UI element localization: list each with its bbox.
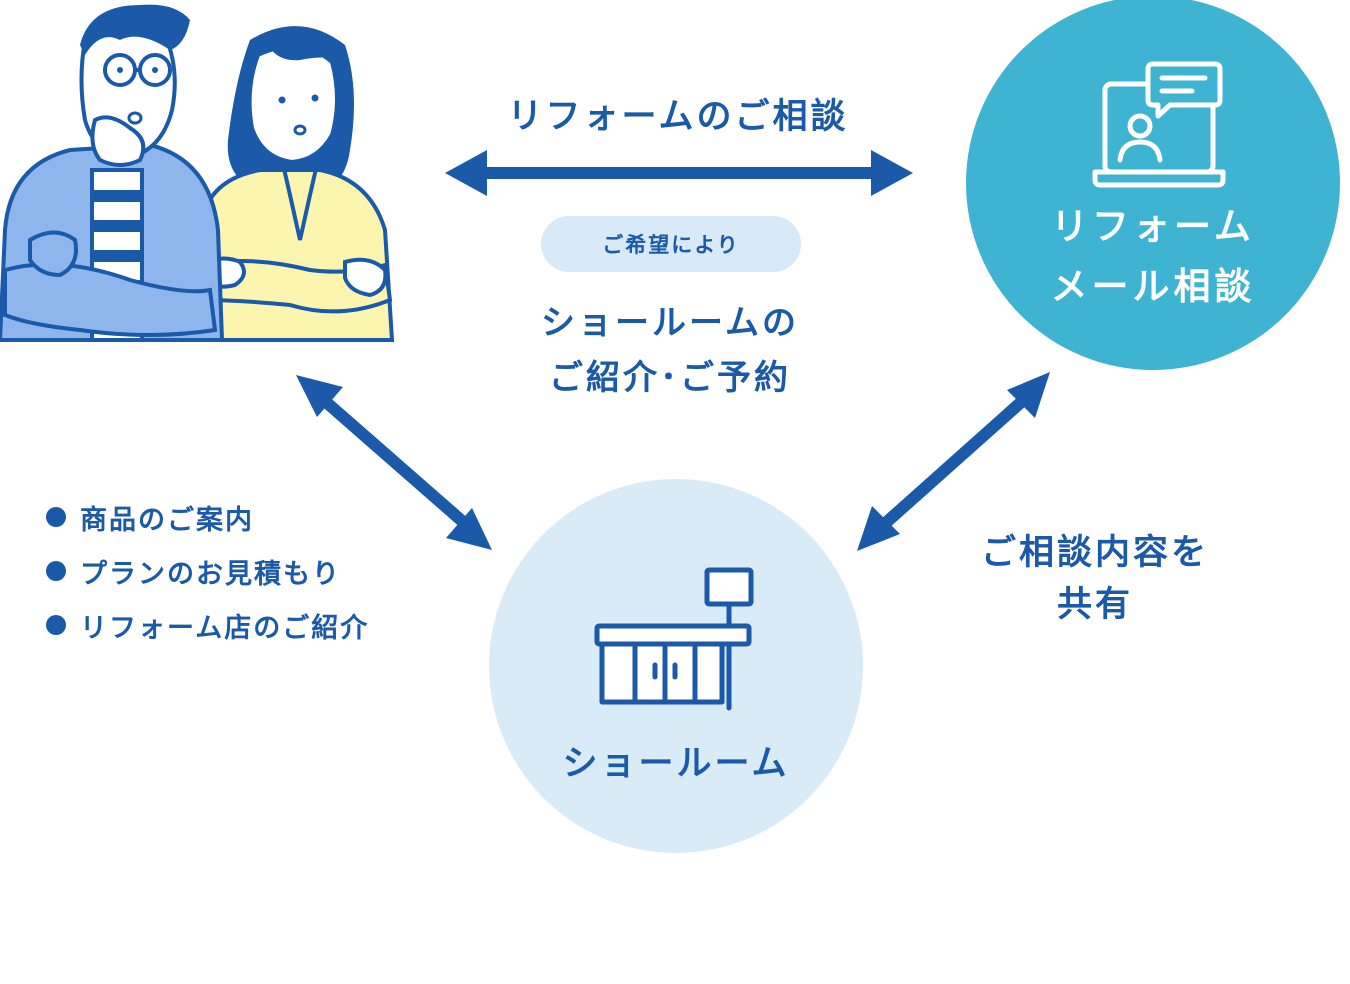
mail-consult-line2: メール相談: [1050, 265, 1256, 308]
mail-showroom-arrow: [857, 372, 1050, 551]
couple-showroom-arrow: [296, 375, 492, 550]
share-line2: 共有: [1056, 585, 1133, 625]
bullet-dot-icon: [46, 507, 66, 527]
consult-label: リフォームのご相談: [507, 97, 849, 137]
service-text: 商品のご案内: [80, 504, 254, 536]
showroom-intro-line2: ご紹介･ご予約: [549, 358, 791, 398]
services-list: 商品のご案内 プランのお見積もり リフォーム店のご紹介: [46, 490, 369, 652]
store-icon: [594, 567, 754, 711]
showroom-intro-line1: ショールームの: [541, 303, 799, 343]
consult-double-arrow: [445, 150, 913, 196]
service-item: リフォーム店のご紹介: [46, 598, 369, 652]
preference-pill: ご希望により: [541, 216, 801, 272]
service-text: プランのお見積もり: [80, 558, 341, 590]
couple-thinking-illustration: [0, 4, 395, 342]
service-item: プランのお見積もり: [46, 544, 369, 598]
service-text: リフォーム店のご紹介: [80, 612, 370, 644]
share-line1: ご相談内容を: [980, 533, 1209, 573]
mail-consult-line1: リフォーム: [1051, 205, 1255, 248]
showroom-label: ショールーム: [562, 744, 790, 784]
mail-consult-label: リフォーム メール相談: [1020, 197, 1286, 317]
bullet-dot-icon: [46, 615, 66, 635]
service-item: 商品のご案内: [46, 490, 369, 544]
bullet-dot-icon: [46, 561, 66, 581]
laptop-chat-icon: [1092, 61, 1226, 188]
